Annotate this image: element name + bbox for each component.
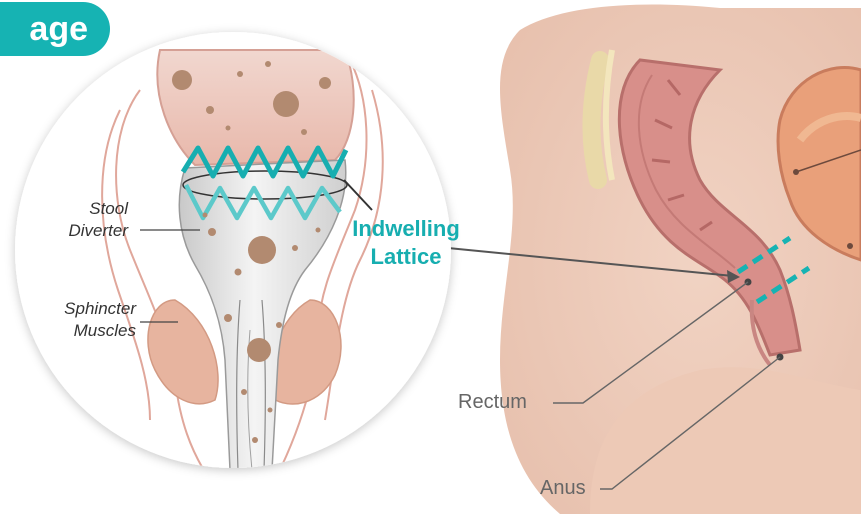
rectum-label: Rectum: [458, 391, 527, 414]
sphincter-label-line2: Muscles: [36, 320, 136, 342]
stool-diverter-label-line2: Diverter: [48, 220, 128, 242]
heading-tab: age: [0, 2, 110, 56]
stool-diverter-label: Stool Diverter: [48, 198, 128, 242]
sphincter-label-line1: Sphincter: [36, 298, 136, 320]
indwelling-lattice-label: Indwelling Lattice: [340, 215, 472, 271]
heading-text: age: [29, 10, 88, 48]
sphincter-muscles-label: Sphincter Muscles: [36, 298, 136, 342]
stool-diverter-label-line1: Stool: [48, 198, 128, 220]
lattice-label-line1: Indwelling: [340, 215, 472, 243]
sacrum: [591, 60, 600, 180]
anus-label: Anus: [540, 477, 586, 500]
lattice-label-line2: Lattice: [340, 243, 472, 271]
